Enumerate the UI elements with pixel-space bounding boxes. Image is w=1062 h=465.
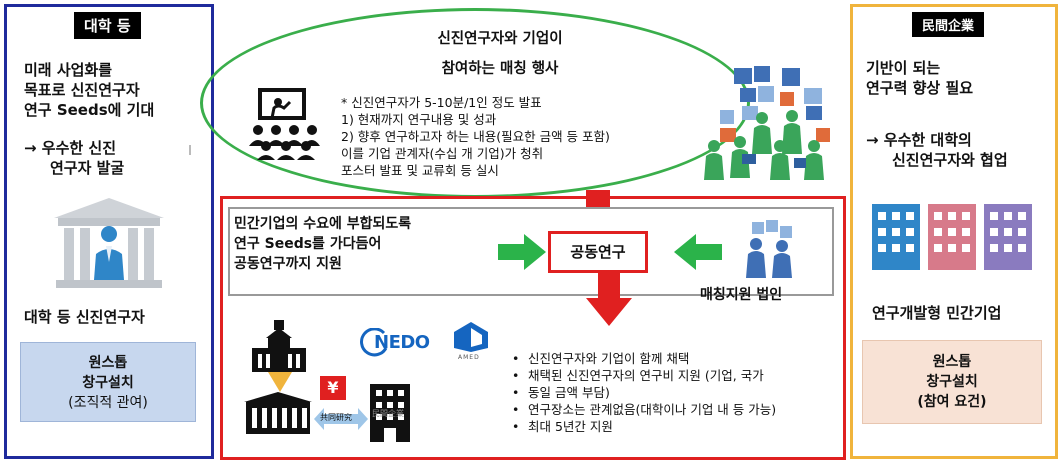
company-panel xyxy=(850,4,1058,459)
company-goal: → 우수한 대학의 신진연구자와 협업 xyxy=(866,131,1008,169)
company-badge: 民間企業 xyxy=(912,12,985,37)
joint-research-box: 공동연구 xyxy=(548,231,648,273)
company-buildings-icon xyxy=(872,204,1032,270)
company-building-label: 民間企業 xyxy=(372,409,404,418)
list-item: 연구장소는 관계없음(대학이나 기업 내 등 가능) xyxy=(510,401,842,418)
university-caption: 대학 등 신진연구자 xyxy=(24,308,145,326)
university-panel xyxy=(4,4,214,459)
university-onestop-box: 원스톱 창구설치 (조직적 관여) xyxy=(20,342,196,422)
matching-event-details: * 신진연구자가 5-10분/1인 정도 발표 1) 현재까지 연구내용 및 성… xyxy=(341,95,610,178)
company-onestop-box: 원스톱 창구설치 (참여 요건) xyxy=(862,340,1042,424)
matching-org-label: 매칭지원 법인 xyxy=(700,287,783,303)
joint-research-double-arrow xyxy=(314,408,368,430)
university-small-building-icon xyxy=(244,392,312,434)
university-badge: 대학 등 xyxy=(74,12,141,39)
nedo-ring-icon xyxy=(360,328,388,357)
amed-label: AMED xyxy=(458,354,480,361)
green-arrow-left xyxy=(674,234,722,270)
nedo-logo-icon: NEDO xyxy=(360,328,440,358)
support-frame xyxy=(220,196,846,460)
list-item: 동일 금액 부담) xyxy=(510,384,842,401)
divider-mark xyxy=(189,145,191,155)
support-description: 민간기업의 수요에 부합되도록 연구 Seeds를 가다듬어 공동연구까지 지원 xyxy=(234,216,412,272)
joint-research-label: 共同研究 xyxy=(320,413,352,422)
government-building-icon xyxy=(252,320,306,372)
university-expectation: 미래 사업화를 목표로 신진연구자 연구 Seeds에 기대 xyxy=(24,61,155,119)
amed-logo-icon xyxy=(454,322,488,352)
university-goal: → 우수한 신진 연구자 발굴 xyxy=(24,139,125,177)
company-small-building-icon xyxy=(370,384,410,442)
matching-org-icon xyxy=(746,220,792,278)
company-need: 기반이 되는 연구력 향상 필요 xyxy=(866,59,974,97)
matching-event-title: 신진연구자와 기업이 참여하는 매칭 행사 xyxy=(437,31,563,77)
funding-arrow-icon xyxy=(268,372,292,392)
support-conditions-list: 신진연구자와 기업이 함께 채택 채택된 신진연구자의 연구비 지원 (기업, … xyxy=(510,350,842,435)
university-building-icon xyxy=(54,198,164,288)
presentation-icon xyxy=(249,88,320,160)
company-caption: 연구개발형 민간기업 xyxy=(872,304,1002,322)
yen-icon: ¥ xyxy=(320,376,346,400)
list-item: 채택된 신진연구자의 연구비 지원 (기업, 국가 xyxy=(510,367,842,384)
green-arrow-right xyxy=(498,234,546,270)
list-item: 신진연구자와 기업이 함께 채택 xyxy=(510,350,842,367)
puzzle-team-icon xyxy=(704,66,830,180)
list-item: 최대 5년간 지원 xyxy=(510,418,842,435)
joint-down-arrow xyxy=(586,272,632,326)
